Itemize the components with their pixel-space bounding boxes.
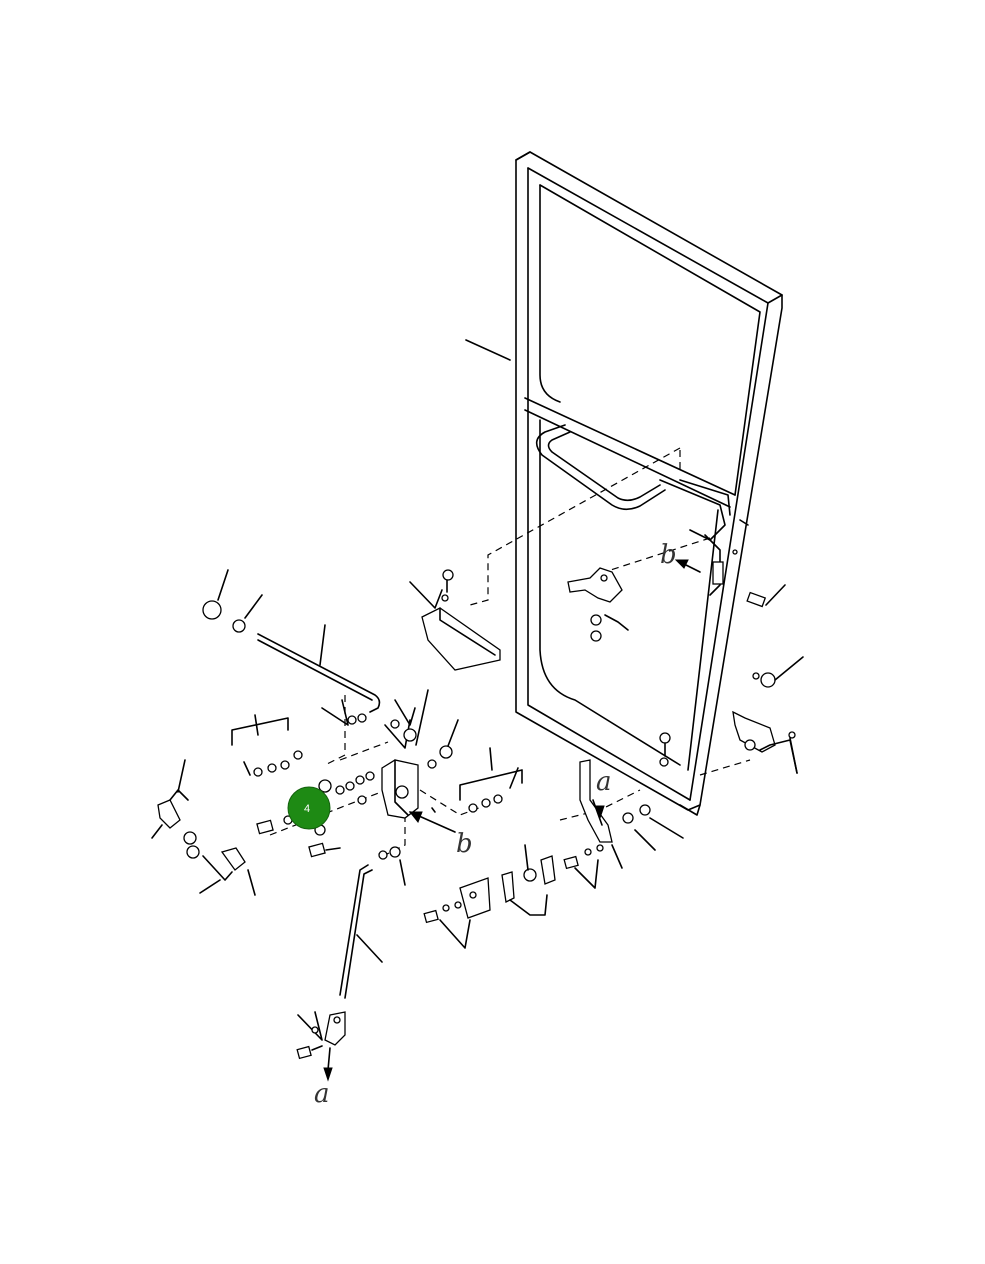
- strike-plate: [567, 567, 629, 642]
- long-rod: [339, 846, 406, 999]
- reference-letter-b-mid: b: [456, 829, 473, 859]
- door-handle: [535, 424, 731, 541]
- mounting-bracket: [409, 569, 501, 671]
- bottom-right-parts: [423, 759, 684, 949]
- right-bolt: [746, 584, 804, 688]
- left-parts-cluster: [231, 699, 375, 858]
- rod-end-linkage: [296, 1011, 346, 1082]
- left-hinge-clip: [151, 759, 256, 896]
- reference-letter-a-bottom: a: [314, 1079, 330, 1109]
- callout-marker[interactable]: 4: [287, 786, 331, 830]
- right-hinge: [732, 710, 798, 774]
- knob-and-rod: [202, 569, 381, 713]
- latch-mechanism: [381, 689, 523, 833]
- reference-letter-a-mid: a: [596, 767, 612, 797]
- reference-letter-b-top: b: [660, 540, 677, 570]
- leader-lines: [431, 339, 511, 813]
- reference-arrows: [674, 559, 701, 573]
- callout-circle[interactable]: [287, 786, 331, 830]
- door-frame: [515, 151, 783, 816]
- door-bottom-bolt: [659, 732, 671, 767]
- door-latch: [704, 519, 749, 596]
- callout-label: 4: [304, 803, 310, 815]
